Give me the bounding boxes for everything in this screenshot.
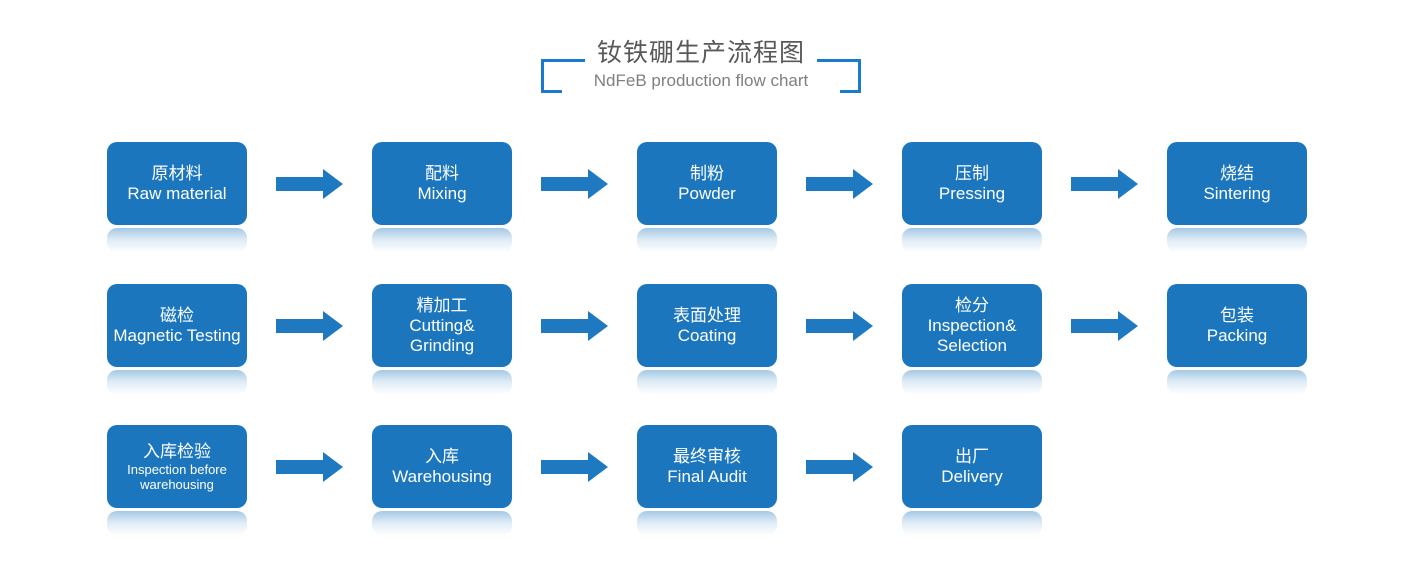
box-reflection (372, 228, 512, 254)
box-reflection (107, 511, 247, 537)
step-label-en: Coating (677, 326, 737, 345)
flow-step-box: 入库 Warehousing (372, 425, 512, 508)
chart-title: 钕铁硼生产流程图 NdFeB production flow chart (541, 38, 861, 94)
flow-step-cutting-grinding: 精加工 Cutting& Grinding (372, 284, 512, 396)
step-label-zh: 最终审核 (673, 447, 741, 466)
flow-step-box: 包装 Packing (1167, 284, 1307, 367)
flow-step-packing: 包装 Packing (1167, 284, 1307, 396)
flow-step-box: 出厂 Delivery (902, 425, 1042, 508)
flow-step-pressing: 压制 Pressing (902, 142, 1042, 254)
step-label-zh: 磁检 (160, 306, 194, 325)
flow-step-warehousing: 入库 Warehousing (372, 425, 512, 537)
arrow-right-icon (247, 425, 372, 508)
step-label-en: Raw material (127, 184, 227, 203)
box-reflection (1167, 370, 1307, 396)
arrow-right-icon (247, 142, 372, 225)
step-label-en: Sintering (1203, 184, 1271, 203)
box-reflection (637, 370, 777, 396)
step-label-en: Warehousing (392, 467, 492, 486)
step-label-en: Pressing (938, 184, 1006, 203)
flow-step-box: 最终审核 Final Audit (637, 425, 777, 508)
flow-row-1: 原材料 Raw material 配料 Mixing 制粉 Powder (107, 142, 1307, 254)
box-reflection (902, 228, 1042, 254)
step-label-en: Mixing (417, 184, 467, 203)
flow-step-box: 烧结 Sintering (1167, 142, 1307, 225)
step-label-en: Inspection& Selection (927, 316, 1017, 355)
step-label-en: Powder (678, 184, 736, 203)
box-reflection (107, 370, 247, 396)
chart-title-zh: 钕铁硼生产流程图 (596, 39, 805, 67)
step-label-zh: 入库 (425, 447, 459, 466)
flow-step-inspection-selection: 检分 Inspection& Selection (902, 284, 1042, 396)
step-label-zh: 制粉 (690, 164, 724, 183)
arrow-right-icon (512, 425, 637, 508)
flow-row-2: 磁检 Magnetic Testing 精加工 Cutting& Grindin… (107, 284, 1307, 396)
step-label-en: Packing (1206, 326, 1268, 345)
step-label-en: Final Audit (667, 467, 747, 486)
flow-step-raw-material: 原材料 Raw material (107, 142, 247, 254)
arrow-right-icon (247, 284, 372, 367)
box-reflection (372, 511, 512, 537)
arrow-right-icon (777, 142, 902, 225)
flow-step-box: 入库检验 Inspection before warehousing (107, 425, 247, 508)
step-label-zh: 包装 (1220, 306, 1254, 325)
flow-step-box: 精加工 Cutting& Grinding (372, 284, 512, 367)
box-reflection (637, 511, 777, 537)
flow-step-magnetic-testing: 磁检 Magnetic Testing (107, 284, 247, 396)
arrow-right-icon (512, 142, 637, 225)
step-label-zh: 出厂 (955, 447, 989, 466)
flow-step-final-audit: 最终审核 Final Audit (637, 425, 777, 537)
flow-row-3: 入库检验 Inspection before warehousing 入库 Wa… (107, 425, 1042, 537)
box-reflection (372, 370, 512, 396)
box-reflection (1167, 228, 1307, 254)
box-reflection (902, 370, 1042, 396)
flow-step-box: 原材料 Raw material (107, 142, 247, 225)
flow-step-box: 磁检 Magnetic Testing (107, 284, 247, 367)
arrow-right-icon (777, 284, 902, 367)
step-label-zh: 入库检验 (143, 442, 211, 461)
flow-step-box: 压制 Pressing (902, 142, 1042, 225)
step-label-zh: 精加工 (416, 296, 468, 315)
box-reflection (107, 228, 247, 254)
step-label-zh: 检分 (955, 296, 989, 315)
flow-step-mixing: 配料 Mixing (372, 142, 512, 254)
step-label-zh: 表面处理 (673, 306, 741, 325)
step-label-en: Magnetic Testing (113, 326, 241, 345)
step-label-zh: 烧结 (1220, 164, 1254, 183)
box-reflection (637, 228, 777, 254)
step-label-zh: 压制 (955, 164, 989, 183)
arrow-right-icon (1042, 142, 1167, 225)
step-label-en: Cutting& Grinding (409, 316, 475, 355)
flow-step-box: 检分 Inspection& Selection (902, 284, 1042, 367)
step-label-en: Delivery (941, 467, 1003, 486)
box-reflection (902, 511, 1042, 537)
bracket-right-icon (817, 59, 861, 93)
flow-step-sintering: 烧结 Sintering (1167, 142, 1307, 254)
flow-step-inspection-before-warehousing: 入库检验 Inspection before warehousing (107, 425, 247, 537)
flow-step-box: 配料 Mixing (372, 142, 512, 225)
bracket-left-icon (541, 59, 585, 93)
flow-step-delivery: 出厂 Delivery (902, 425, 1042, 537)
flow-step-box: 表面处理 Coating (637, 284, 777, 367)
step-label-zh: 配料 (425, 164, 459, 183)
flow-step-coating: 表面处理 Coating (637, 284, 777, 396)
arrow-right-icon (777, 425, 902, 508)
chart-title-en: NdFeB production flow chart (593, 71, 809, 90)
step-label-en: Inspection before warehousing (127, 462, 227, 492)
flow-step-box: 制粉 Powder (637, 142, 777, 225)
arrow-right-icon (512, 284, 637, 367)
flow-step-powder: 制粉 Powder (637, 142, 777, 254)
step-label-zh: 原材料 (151, 164, 203, 183)
arrow-right-icon (1042, 284, 1167, 367)
